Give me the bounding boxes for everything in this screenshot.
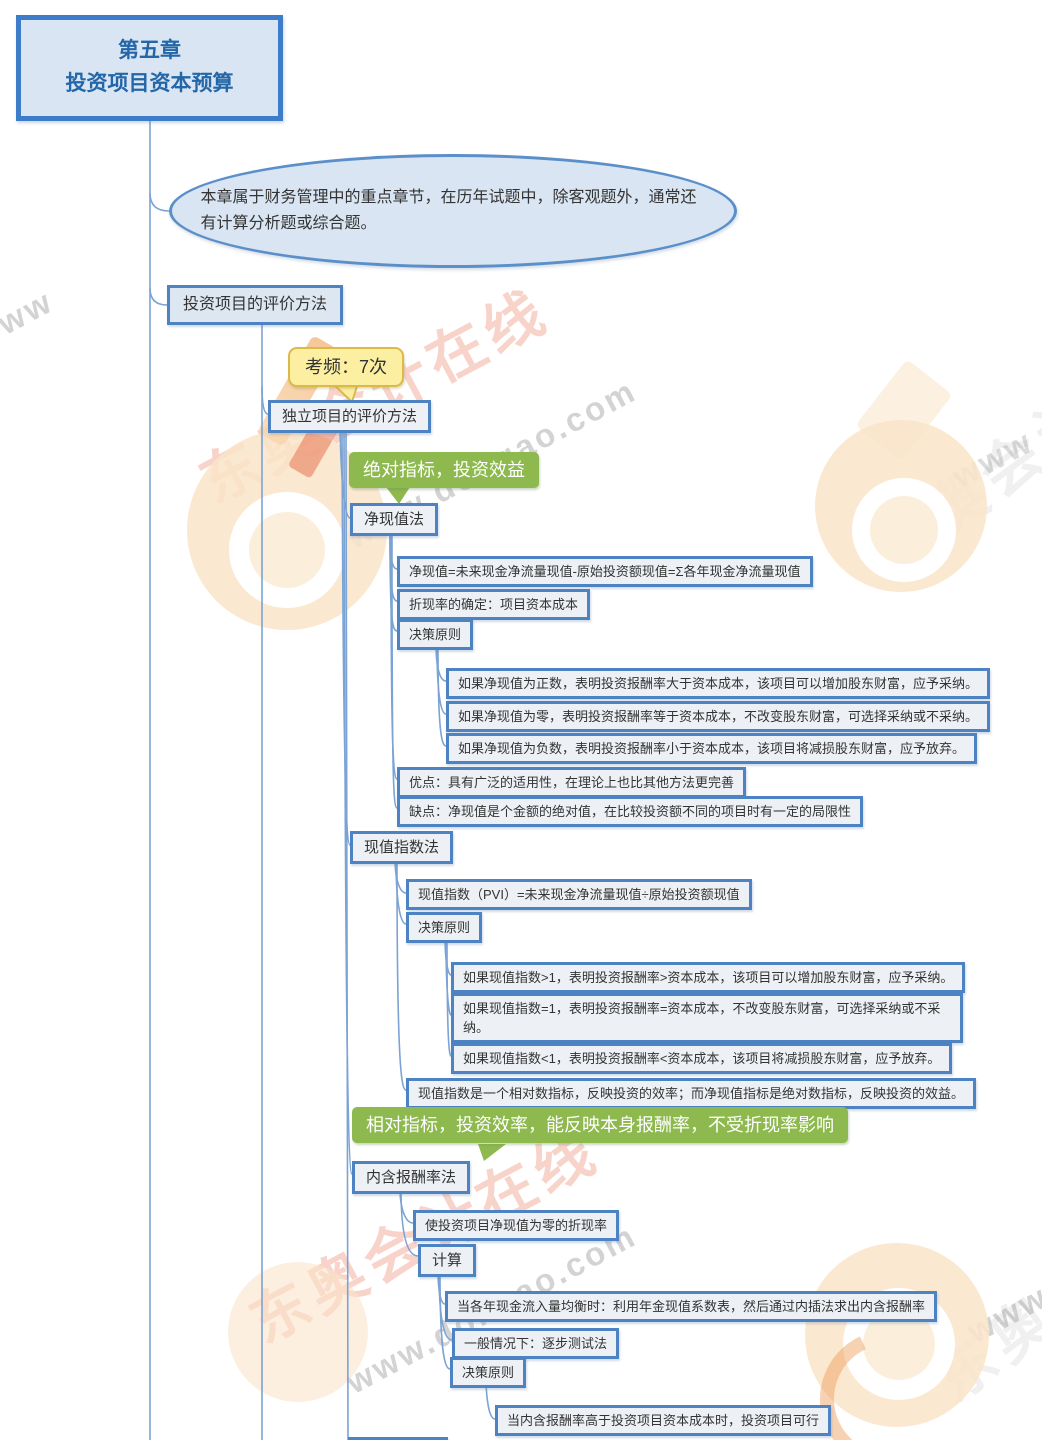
node-pvi-rule-eq1[interactable]: 如果现值指数=1，表明投资报酬率=资本成本，不改变股东财富，可选择采纳或不采纳。 (451, 993, 963, 1043)
node-pvi-rule-lt1[interactable]: 如果现值指数<1，表明投资报酬率<资本成本，该项目将减损股东财富，应予放弃。 (451, 1043, 953, 1074)
node-label: 折现率的确定：项目资本成本 (409, 597, 579, 612)
connector (436, 643, 447, 715)
node-label: 决策原则 (462, 1365, 515, 1380)
node-npv-decision-principle[interactable]: 决策原则 (397, 619, 474, 650)
node-npv-rule-positive[interactable]: 如果净现值为正数，表明投资报酬率大于资本成本，该项目可以增加股东财富，应予采纳。 (446, 668, 991, 699)
node-pvi-method[interactable]: 现值指数法 (350, 831, 454, 864)
node-label: 投资项目的评价方法 (183, 296, 328, 313)
node-label: 缺点：净现值是个金额的绝对值，在比较投资额不同的项目时有一定的局限性 (409, 804, 852, 819)
node-label: 如果净现值为负数，表明投资报酬率小于资本成本，该项目将减损股东财富，应予放弃。 (458, 741, 966, 756)
node-pvi-formula[interactable]: 现值指数（PVI）=未来现金净流量现值÷原始投资额现值 (406, 879, 752, 910)
node-independent-projects[interactable]: 独立项目的评价方法 (268, 400, 432, 433)
node-label: 现值指数（PVI）=未来现金净流量现值÷原始投资额现值 (418, 887, 740, 902)
chapter-name: 投资项目资本预算 (65, 72, 234, 95)
node-irr-decision-rule[interactable]: 当内含报酬率高于投资项目资本成本时，投资项目可行 (495, 1405, 832, 1436)
node-npv-method[interactable]: 净现值法 (350, 503, 439, 536)
node-label: 决策原则 (418, 920, 471, 935)
connector (395, 858, 407, 925)
node-evaluation-methods[interactable]: 投资项目的评价方法 (167, 285, 344, 325)
node-irr-decision-principle[interactable]: 决策原则 (450, 1357, 527, 1388)
node-npv-discount-rate[interactable]: 折现率的确定：项目资本成本 (397, 589, 591, 620)
connector (396, 858, 407, 1091)
callout-pointer (386, 487, 410, 504)
node-label: 内含报酬率法 (366, 1169, 457, 1186)
node-pvi-rule-gt1[interactable]: 如果现值指数>1，表明投资报酬率>资本成本，该项目可以增加股东财富，应予采纳。 (451, 962, 966, 993)
connector (149, 192, 170, 212)
node-irr-calc-general[interactable]: 一般情况下：逐步测试法 (452, 1328, 620, 1359)
overview-ellipse-node[interactable]: 本章属于财务管理中的重点章节，在历年试题中，除客观题外，通常还有计算分析题或综合… (169, 154, 737, 268)
node-label: 使投资项目净现值为零的折现率 (425, 1218, 608, 1233)
frequency-note[interactable]: 考频：7次 (288, 347, 405, 387)
node-label: 优点：具有广泛的适用性，在理论上也比其他方法更完善 (409, 775, 735, 790)
connector (400, 1187, 419, 1257)
node-pvi-decision-principle[interactable]: 决策原则 (406, 912, 483, 943)
connector (439, 1269, 451, 1370)
connector (437, 643, 447, 747)
chapter-title-node[interactable]: 第五章 投资项目资本预算 (16, 15, 283, 121)
node-label: 如果现值指数<1，表明投资报酬率<资本成本，该项目将减损股东财富，应予放弃。 (463, 1051, 941, 1066)
callout-text: 相对指标，投资效率，能反映本身报酬率，不受折现率影响 (366, 1115, 834, 1135)
connector (345, 427, 349, 1440)
callout-relative-indicator[interactable]: 相对指标，投资效率，能反映本身报酬率，不受折现率影响 (352, 1107, 848, 1143)
node-label: 决策原则 (409, 627, 462, 642)
node-irr-calc-even-flows[interactable]: 当各年现金流入量均衡时：利用年金现值系数表，然后通过内插法求出内含报酬率 (445, 1291, 938, 1322)
overview-text: 本章属于财务管理中的重点章节，在历年试题中，除客观题外，通常还有计算分析题或综合… (200, 189, 697, 232)
node-label: 如果现值指数=1，表明投资报酬率=资本成本，不改变股东财富，可选择采纳或不采纳。 (463, 1001, 941, 1035)
callout-absolute-indicator[interactable]: 绝对指标，投资效益 (349, 452, 539, 488)
callout-text: 绝对指标，投资效益 (363, 460, 525, 480)
node-label: 净现值法 (364, 511, 425, 528)
connector (394, 858, 407, 894)
node-irr-method[interactable]: 内含报酬率法 (352, 1161, 471, 1194)
node-pvi-note[interactable]: 现值指数是一个相对数指标，反映投资的效率；而净现值指标是绝对数指标，反映投资的效… (406, 1078, 977, 1109)
node-irr-calculation[interactable]: 计算 (418, 1244, 477, 1277)
node-label: 当各年现金流入量均衡时：利用年金现值系数表，然后通过内插法求出内含报酬率 (457, 1299, 926, 1314)
node-label: 如果现值指数>1，表明投资报酬率>资本成本，该项目可以增加股东财富，应予采纳。 (463, 970, 954, 985)
connector (485, 1382, 496, 1420)
node-irr-definition[interactable]: 使投资项目净现值为零的折现率 (413, 1210, 620, 1241)
node-label: 净现值=未来现金净流量现值-原始投资额现值=Σ各年现金净流量现值 (409, 564, 801, 579)
note-text: 考频：7次 (305, 357, 388, 377)
node-npv-formula[interactable]: 净现值=未来现金净流量现值-原始投资额现值=Σ各年现金净流量现值 (397, 556, 813, 587)
node-npv-disadvantage[interactable]: 缺点：净现值是个金额的绝对值，在比较投资额不同的项目时有一定的局限性 (397, 796, 864, 827)
connector (438, 1269, 453, 1341)
node-label: 现值指数法 (364, 839, 440, 856)
connector (149, 287, 168, 306)
connector (446, 936, 452, 1057)
node-label: 独立项目的评价方法 (282, 408, 418, 425)
node-npv-rule-negative[interactable]: 如果净现值为负数，表明投资报酬率小于资本成本，该项目将减损股东财富，应予放弃。 (446, 733, 978, 764)
node-label: 计算 (432, 1252, 463, 1269)
node-label: 如果净现值为零，表明投资报酬率等于资本成本，不改变股东财富，可选择采纳或不采纳。 (458, 709, 979, 724)
node-npv-advantage[interactable]: 优点：具有广泛的适用性，在理论上也比其他方法更完善 (397, 767, 747, 798)
node-label: 现值指数是一个相对数指标，反映投资的效率；而净现值指标是绝对数指标，反映投资的效… (418, 1086, 965, 1101)
node-label: 一般情况下：逐步测试法 (464, 1336, 608, 1351)
node-cutoff-bottom[interactable] (348, 1437, 448, 1440)
node-label: 当内含报酬率高于投资项目资本成本时，投资项目可行 (507, 1413, 820, 1428)
connector (391, 532, 398, 809)
node-label: 如果净现值为正数，表明投资报酬率大于资本成本，该项目可以增加股东财富，应予采纳。 (458, 676, 979, 691)
callout-pointer (478, 1144, 506, 1161)
chapter-number: 第五章 (118, 39, 181, 63)
node-npv-rule-zero[interactable]: 如果净现值为零，表明投资报酬率等于资本成本，不改变股东财富，可选择采纳或不采纳。 (446, 701, 991, 732)
